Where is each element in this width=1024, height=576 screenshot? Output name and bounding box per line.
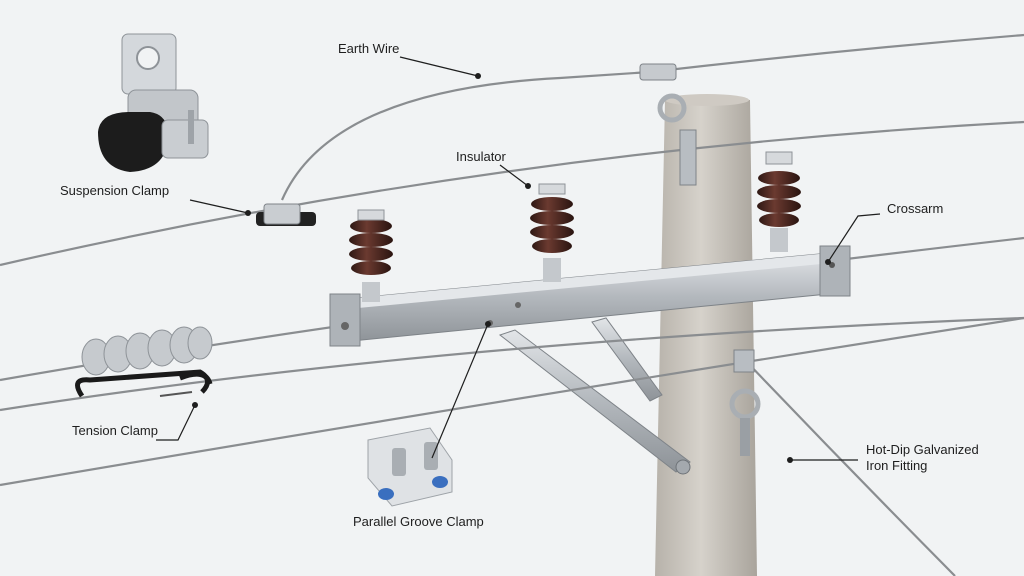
earth-wire-top bbox=[649, 33, 1024, 74]
label-insulator: Insulator bbox=[456, 149, 506, 164]
label-hot-dip-line2: Iron Fitting bbox=[866, 458, 928, 473]
conductor-lower bbox=[0, 316, 1024, 412]
leader-dots bbox=[192, 73, 831, 463]
label-parallel-groove-clamp: Parallel Groove Clamp bbox=[353, 514, 484, 529]
pole-top-fitting bbox=[639, 63, 697, 186]
leader-suspension-clamp bbox=[189, 199, 249, 214]
insulator-right bbox=[757, 151, 801, 252]
leader-earth-wire bbox=[399, 56, 479, 77]
leader-tension-clamp bbox=[156, 404, 196, 441]
label-earth-wire: Earth Wire bbox=[338, 41, 400, 56]
crossarm-braces bbox=[498, 317, 691, 475]
earth-wire-arc bbox=[280, 70, 651, 201]
earth-wire bbox=[0, 120, 1024, 267]
tension-clamp-product bbox=[75, 326, 213, 398]
label-tension-clamp: Tension Clamp bbox=[72, 423, 158, 438]
insulator-left bbox=[349, 209, 393, 302]
label-crossarm: Crossarm bbox=[887, 201, 944, 216]
suspension-clamp-product bbox=[98, 33, 209, 172]
label-suspension-clamp: Suspension Clamp bbox=[60, 183, 170, 198]
label-hot-dip-galvanized-iron-fitting: Hot-Dip Galvanized Iron Fitting bbox=[866, 442, 996, 474]
parallel-groove-clamp-product bbox=[367, 427, 453, 507]
insulator-center bbox=[530, 183, 574, 282]
leader-parallel-groove bbox=[431, 323, 489, 459]
crossarm bbox=[329, 245, 851, 347]
leader-lines bbox=[156, 56, 881, 461]
conductor-bottom bbox=[0, 316, 1024, 487]
hot-dip-fitting-on-pole bbox=[729, 349, 761, 456]
leader-crossarm bbox=[827, 213, 881, 263]
leader-insulator bbox=[499, 164, 529, 187]
down-guy-wire bbox=[744, 359, 956, 576]
label-hot-dip-line1: Hot-Dip Galvanized bbox=[866, 442, 979, 457]
suspension-clamp-on-wire bbox=[256, 203, 316, 226]
